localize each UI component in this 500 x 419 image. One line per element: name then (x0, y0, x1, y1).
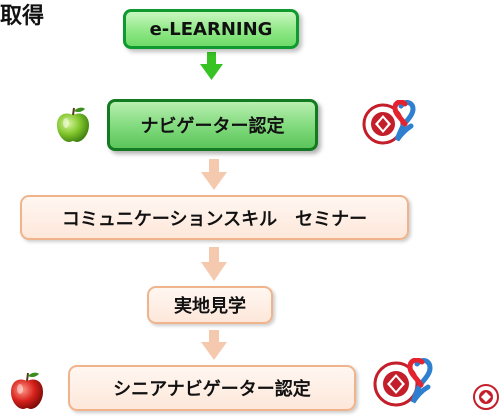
arrow-green (200, 52, 223, 80)
step-senior-navigator-label: シニアナビゲーター認定 (113, 379, 311, 400)
society-emblem-icon (473, 384, 499, 410)
step-navigator-label: ナビゲーター認定 (140, 116, 285, 137)
green-apple-icon (57, 107, 89, 142)
society-emblem-ribbon-icon (373, 358, 433, 407)
step-elearning: e-LEARNING (123, 9, 299, 49)
step-elearning-label: e-LEARNING (149, 18, 273, 40)
step-site-visit: 実地見学 (147, 286, 273, 324)
step-communication-seminar: コミュニケーションスキル セミナー (20, 195, 409, 240)
step-communication-label: コミュニケーションスキル セミナー (61, 208, 368, 230)
arrow-peach-2 (201, 247, 227, 281)
society-emblem-ribbon-icon (362, 100, 416, 145)
red-apple-icon (11, 372, 43, 409)
arrow-peach-3 (201, 330, 227, 360)
step-site-visit-label: 実地見学 (174, 296, 246, 317)
page-heading: 取得 (0, 4, 45, 29)
arrow-peach-1 (201, 159, 227, 190)
step-senior-navigator-certification: シニアナビゲーター認定 (68, 365, 356, 411)
step-navigator-certification: ナビゲーター認定 (107, 99, 318, 151)
